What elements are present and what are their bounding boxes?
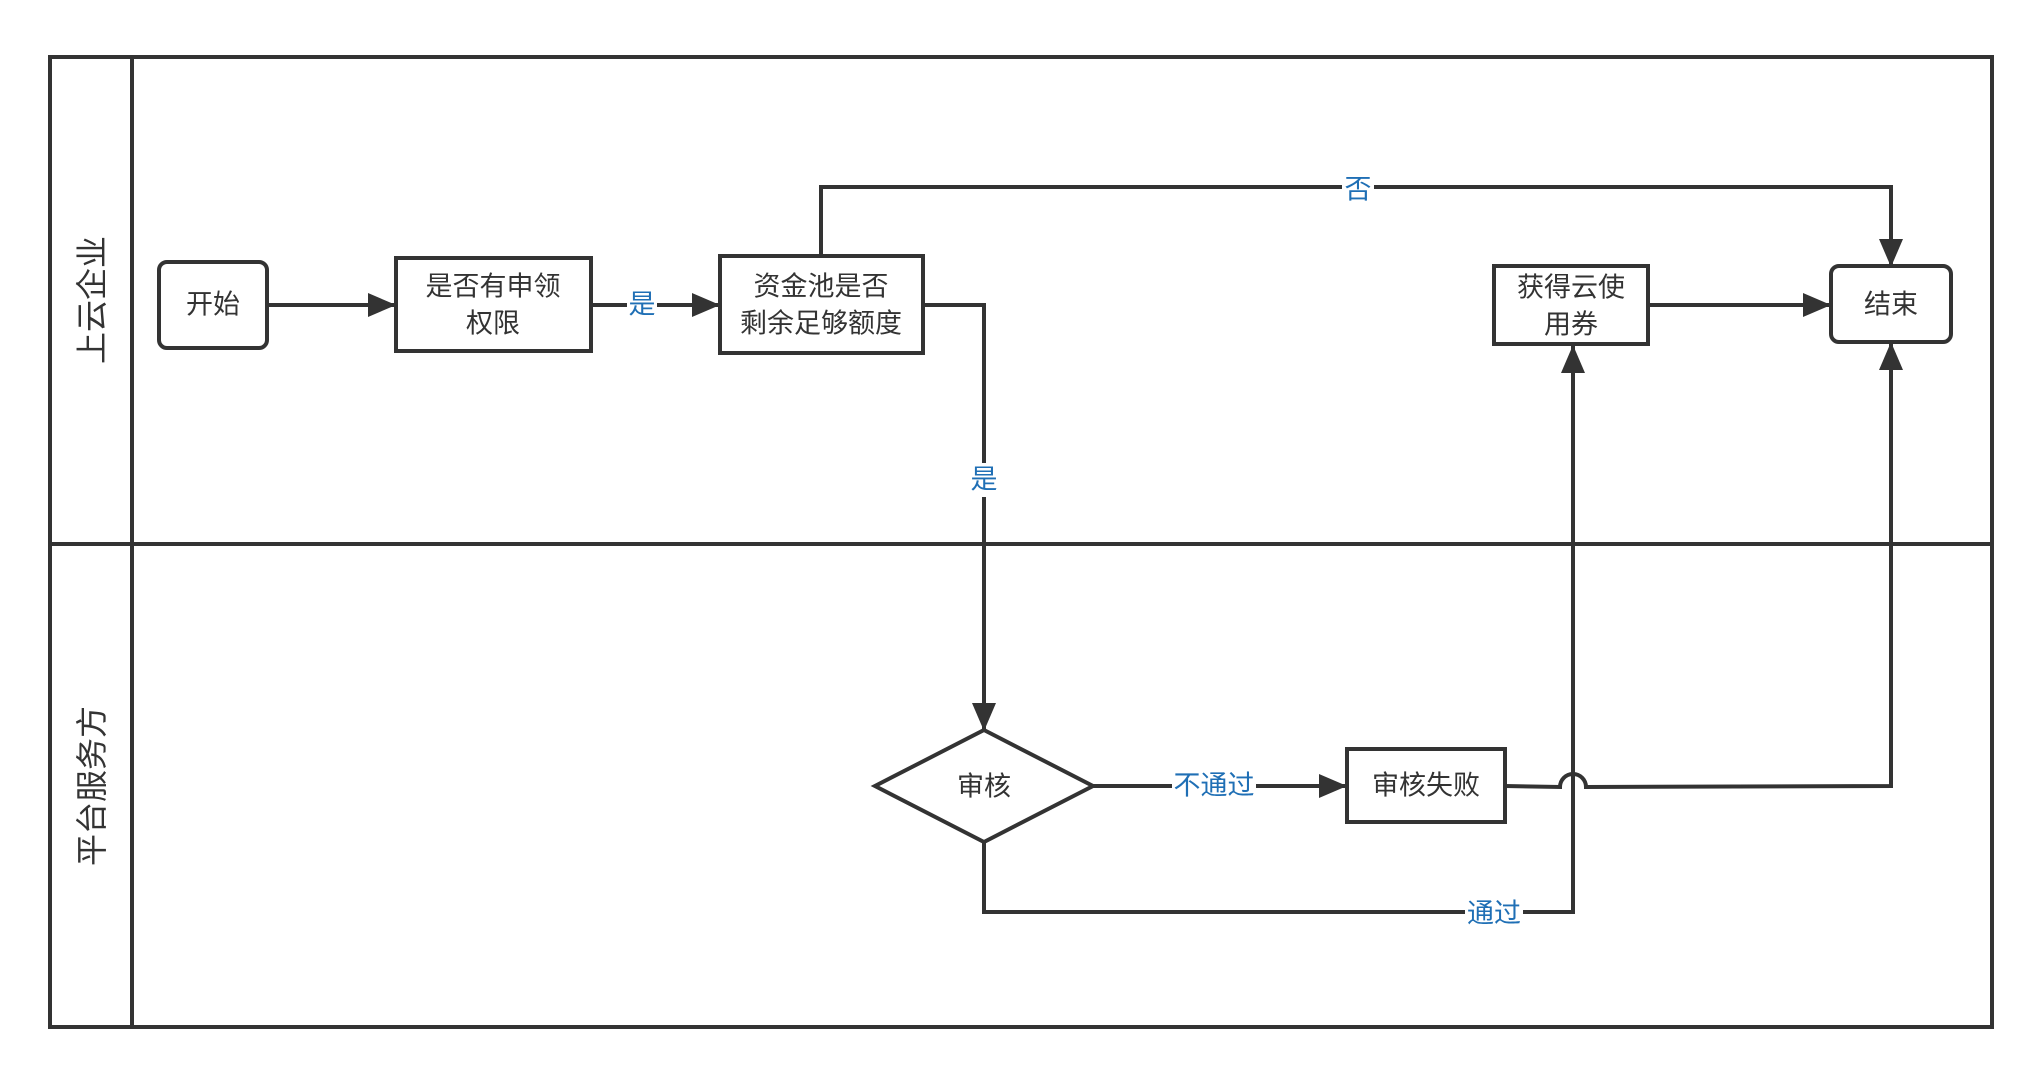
fund-pool-box (718, 254, 925, 355)
lane-title-enterprise: 上云企业 (73, 236, 111, 364)
label-bg (1465, 897, 1523, 931)
get-coupon-box (1492, 264, 1650, 346)
swimlane-frame (48, 55, 1994, 1029)
edge-labels: 是 否 是 不通过 通过 (627, 172, 1523, 931)
node-review: 审核 (870, 727, 1098, 845)
node-get-coupon: 获得云使 用券 (1492, 264, 1650, 346)
permission-box (394, 256, 593, 353)
review-failed-label: 审核失败 (1372, 771, 1480, 802)
get-coupon-label-line1: 获得云使 (1517, 273, 1625, 304)
node-review-failed: 审核失败 (1345, 747, 1507, 824)
node-permission-check: 是否有申领 权限 (394, 256, 593, 353)
label-bg (1342, 172, 1374, 206)
review-label: 审核 (957, 772, 1011, 803)
node-start: 开始 (157, 260, 269, 350)
end-label: 结束 (1864, 290, 1918, 321)
start-label: 开始 (186, 290, 240, 321)
edge-label-fundpool-no: 否 (1345, 175, 1372, 206)
review-failed-box (1345, 747, 1507, 824)
permission-label-line1: 是否有申领 (426, 272, 561, 303)
edge-label-review-pass: 通过 (1467, 899, 1521, 930)
get-coupon-label-line2: 用券 (1544, 310, 1598, 341)
edge-label-permission-yes: 是 (629, 290, 656, 321)
review-diamond (870, 727, 1098, 845)
edge-fundpool-yes-to-review (923, 303, 996, 731)
node-end: 结束 (1829, 264, 1953, 344)
start-terminator (157, 260, 269, 350)
edge-review-pass-to-coupon (982, 345, 1585, 914)
edge-label-review-fail: 不通过 (1174, 771, 1255, 802)
fund-pool-label-line2: 剩余足够额度 (740, 309, 902, 340)
label-bg (968, 463, 1000, 497)
label-bg (627, 288, 657, 322)
permission-label-line2: 权限 (466, 309, 520, 340)
lane-title-platform: 平台服务方 (73, 706, 111, 866)
edge-failed-to-end (1504, 342, 1903, 790)
fund-pool-label-line1: 资金池是否 (754, 272, 889, 303)
end-terminator (1829, 264, 1953, 344)
label-bg (1172, 769, 1256, 803)
node-fund-pool-check: 资金池是否 剩余足够额度 (718, 254, 925, 355)
edge-label-fundpool-yes: 是 (971, 465, 998, 496)
